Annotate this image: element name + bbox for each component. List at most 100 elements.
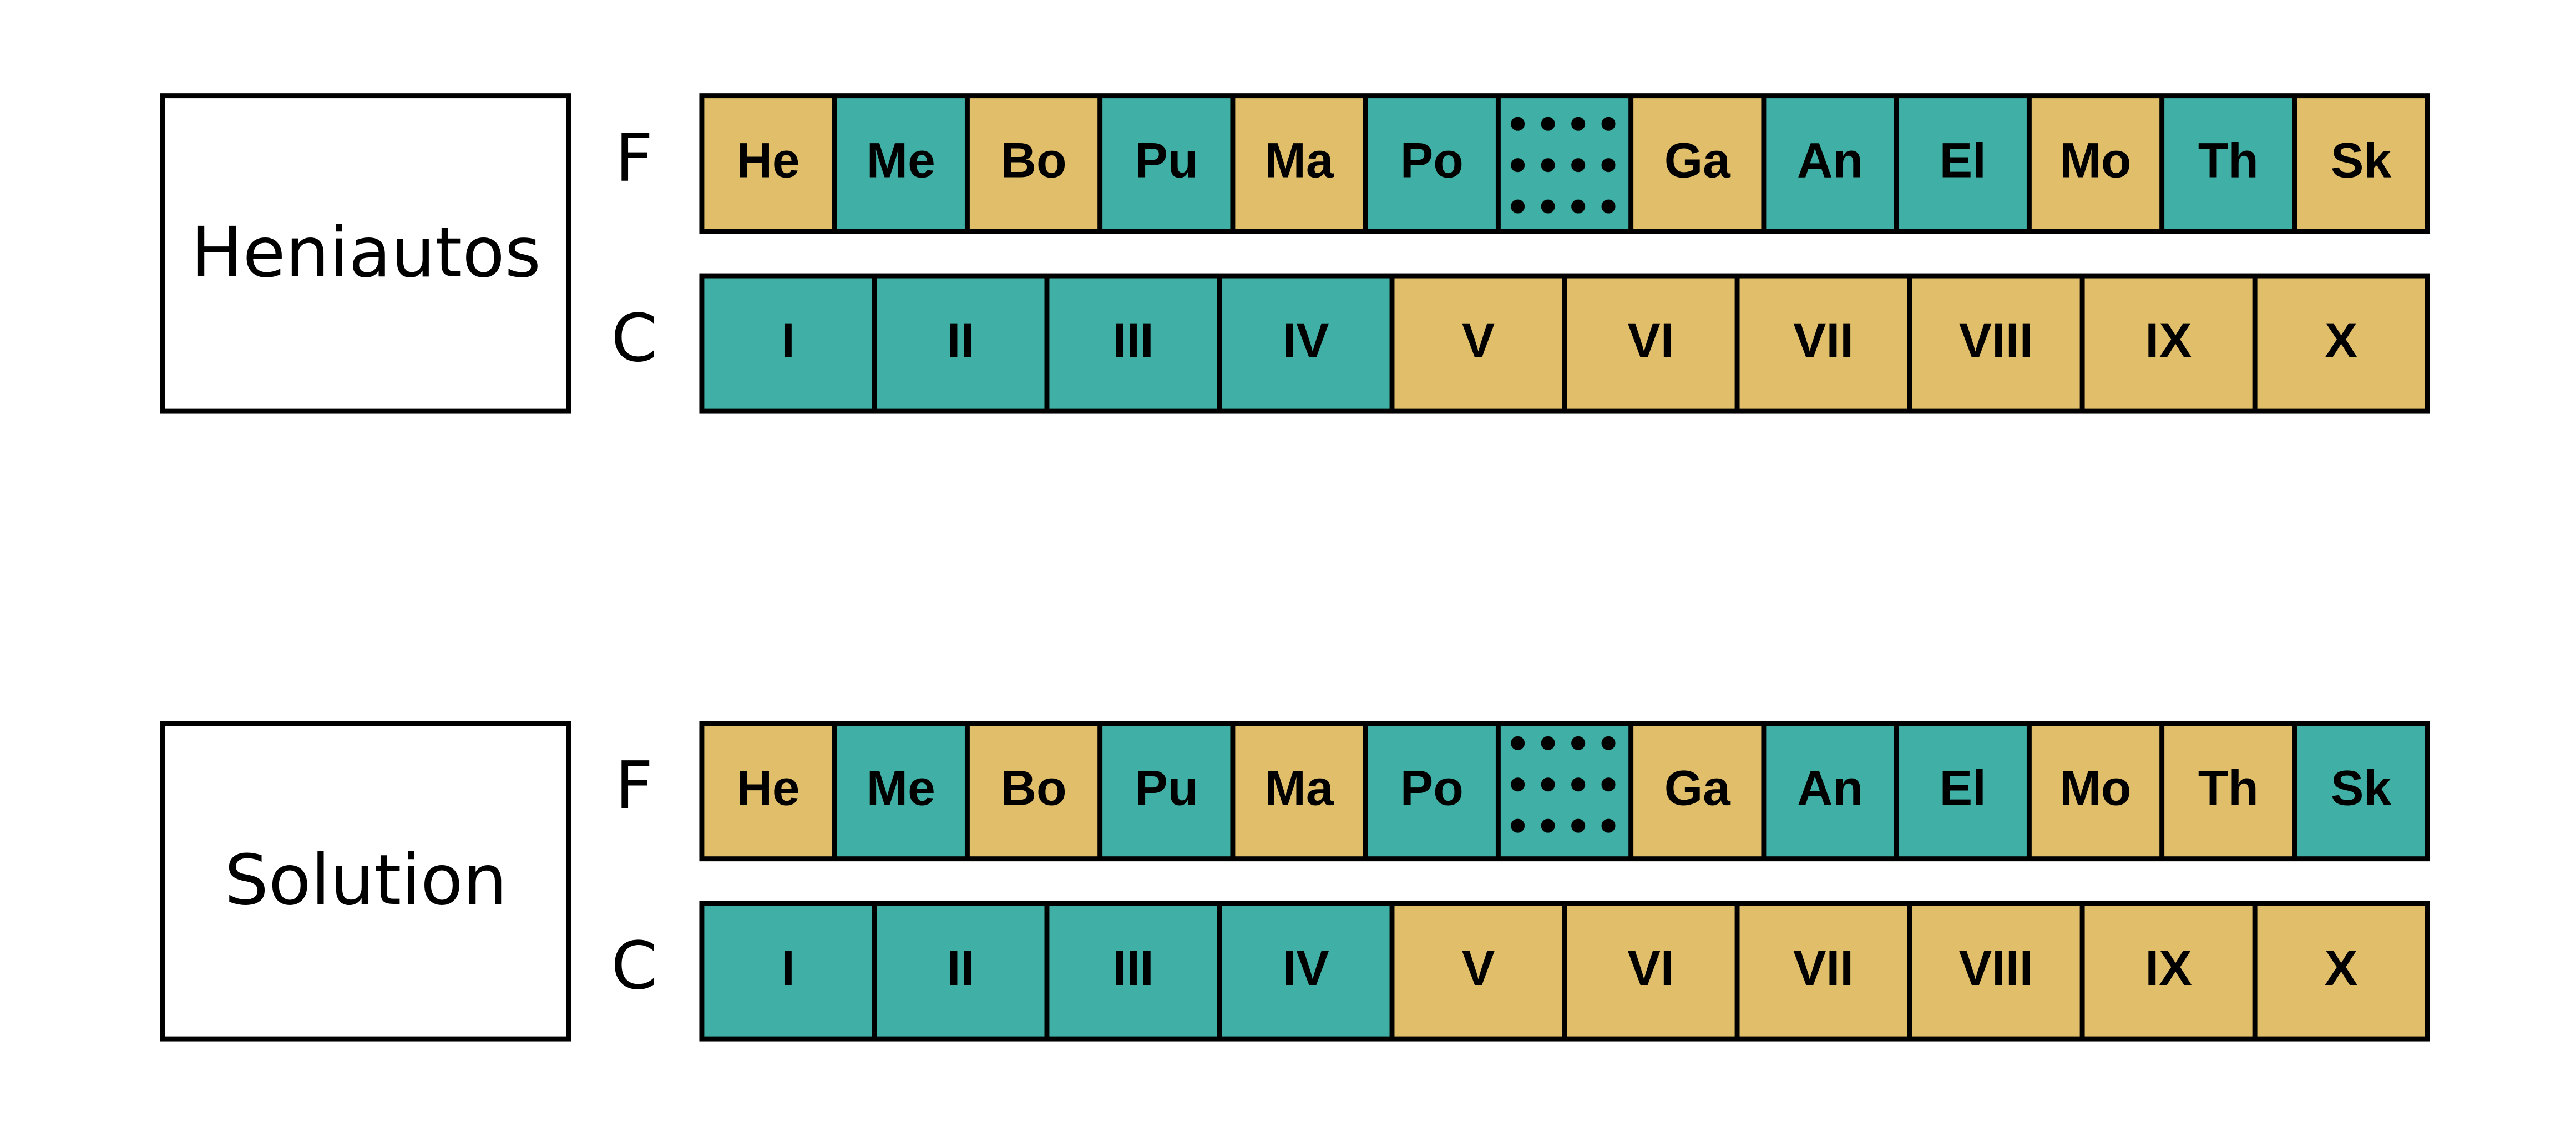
- cell-label: I: [781, 312, 795, 368]
- cell-label: IX: [2145, 312, 2192, 368]
- cell: [1763, 723, 1897, 859]
- cell: [2255, 276, 2428, 412]
- cell: [1565, 903, 1738, 1039]
- cell-label: Bo: [1001, 133, 1067, 188]
- cell: [1100, 723, 1233, 859]
- row-outline: [699, 273, 2430, 414]
- cell: [2029, 723, 2162, 859]
- cell: [967, 723, 1100, 859]
- cell-label: An: [1797, 133, 1863, 188]
- cell: [1565, 276, 1738, 412]
- cell: [1392, 903, 1565, 1039]
- cell: [1219, 276, 1393, 412]
- cell-label: VI: [1627, 312, 1674, 368]
- cell-label: III: [1112, 312, 1153, 368]
- cell-label: Sk: [2331, 760, 2392, 816]
- dotted-cell-pattern: [1498, 723, 1631, 859]
- cell-label: IX: [2145, 940, 2192, 995]
- cell-label: Bo: [1001, 760, 1067, 816]
- cell-label: VIII: [1959, 312, 2033, 368]
- cell: [1737, 903, 1910, 1039]
- cell: [701, 723, 835, 859]
- cell: [1896, 723, 2030, 859]
- row-outline: [699, 901, 2430, 1042]
- panel-label-box: [160, 93, 571, 414]
- cell-label: VI: [1627, 940, 1674, 995]
- cell: [1896, 95, 2030, 231]
- cell: [1046, 903, 1219, 1039]
- row-label: C: [611, 300, 657, 377]
- row-label: F: [615, 747, 653, 825]
- cell-label: VIII: [1959, 940, 2033, 995]
- cell: [967, 95, 1100, 231]
- cell: [701, 276, 874, 412]
- cell: [1046, 276, 1219, 412]
- cell: [1763, 95, 1897, 231]
- row-outline: [699, 721, 2430, 862]
- cell-label: Po: [1400, 760, 1464, 816]
- cell: [1100, 95, 1233, 231]
- cell-label: Po: [1400, 133, 1464, 188]
- cell-label: V: [1462, 312, 1495, 368]
- cell-label: Ma: [1265, 133, 1334, 188]
- cell: [834, 723, 968, 859]
- cell: [2294, 95, 2428, 231]
- cell-label: IV: [1282, 312, 1329, 368]
- panel-label-box: [160, 721, 571, 1042]
- panel-label: Heniautos: [191, 213, 541, 293]
- cell-label: III: [1112, 940, 1153, 995]
- cell: [1910, 276, 2083, 412]
- cell-label: Mo: [2060, 133, 2132, 188]
- cell-label: Mo: [2060, 760, 2132, 816]
- cell: [2162, 723, 2295, 859]
- cell-label: Sk: [2331, 133, 2392, 188]
- cell: [2082, 276, 2255, 412]
- cell: [834, 95, 968, 231]
- cell: [1219, 903, 1393, 1039]
- cell-label: He: [736, 133, 799, 188]
- cell: [701, 95, 835, 231]
- cell: [874, 903, 1047, 1039]
- cell-label: Ga: [1664, 133, 1731, 188]
- cell-label: VII: [1793, 940, 1854, 995]
- cell-label: Th: [2198, 133, 2259, 188]
- cell: [1232, 723, 1366, 859]
- cell: [1910, 903, 2083, 1039]
- cell-label: VII: [1793, 312, 1854, 368]
- cell: [1631, 723, 1764, 859]
- cell-label: Th: [2198, 760, 2259, 816]
- cell-label: Pu: [1135, 133, 1198, 188]
- cell: [701, 903, 874, 1039]
- cell: [1232, 95, 1366, 231]
- cell-label: Me: [867, 133, 935, 188]
- cell: [2255, 903, 2428, 1039]
- cell-label: I: [781, 940, 795, 995]
- cell-label: Ga: [1664, 760, 1731, 816]
- cell: [1631, 95, 1764, 231]
- row-label: C: [611, 928, 657, 1005]
- cell: [1392, 276, 1565, 412]
- cell-label: IV: [1282, 940, 1329, 995]
- dotted-cell-pattern: [1498, 95, 1631, 231]
- panel-label: Solution: [225, 840, 507, 921]
- cell: [2082, 903, 2255, 1039]
- cell-label: V: [1462, 940, 1495, 995]
- cell-label: Ma: [1265, 760, 1334, 816]
- cell-label: II: [947, 312, 975, 368]
- cell: [2029, 95, 2162, 231]
- cell-label: An: [1797, 760, 1863, 816]
- cell-label: El: [1940, 760, 1986, 816]
- cell-label: II: [947, 940, 975, 995]
- cell-label: X: [2325, 940, 2358, 995]
- cell: [1365, 95, 1499, 231]
- cell: [2294, 723, 2428, 859]
- cell: [874, 276, 1047, 412]
- cell: [2162, 95, 2295, 231]
- cell-label: Me: [867, 760, 935, 816]
